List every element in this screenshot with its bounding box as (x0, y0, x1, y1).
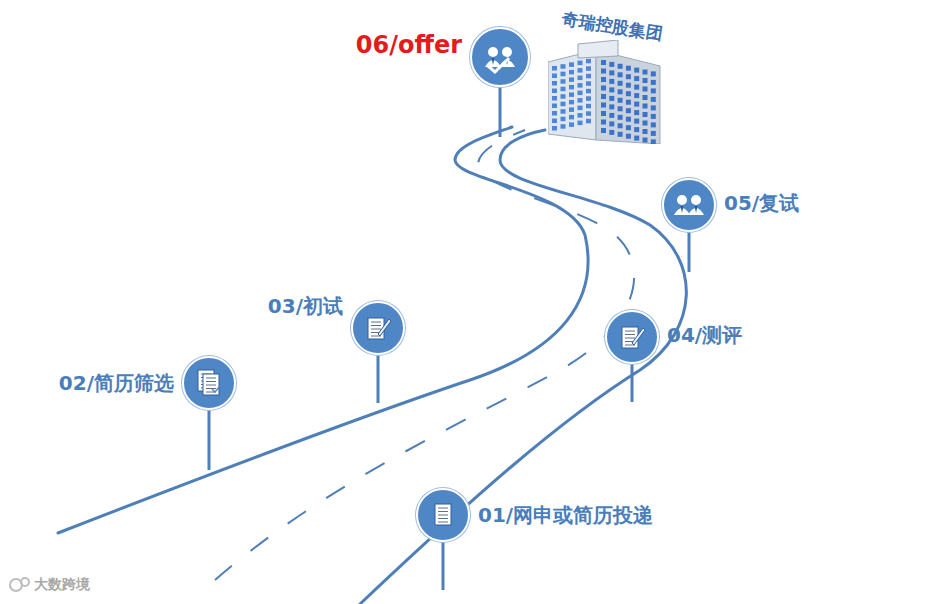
building-picture (548, 40, 666, 144)
road-edge (360, 130, 686, 604)
milestone-circle-shape (605, 310, 659, 364)
milestone-circle: 05/复试 (662, 178, 716, 232)
milestone-circle: 04/测评 (605, 310, 659, 364)
step-label: 03/初试 (268, 294, 343, 318)
step-label: 01/网申或简历投递 (478, 503, 653, 527)
step-icon (418, 490, 468, 540)
milestone-circle-shape (416, 488, 470, 542)
step-icon (184, 358, 234, 408)
step-label: 05/复试 (724, 191, 799, 215)
step-label: 04/测评 (667, 323, 742, 347)
milestone-circle-shape (182, 356, 236, 410)
milestone-circle-shape (351, 301, 405, 355)
milestone-circle: 06/offer (470, 27, 530, 87)
step-icon (353, 303, 403, 353)
company-name: 奇瑞控股集团 (560, 8, 664, 44)
step-icon (607, 312, 657, 362)
step-icon (664, 180, 714, 230)
milestone-circle: 02/简历筛选 (182, 356, 236, 410)
milestone-circle-shape (470, 27, 530, 87)
step-label: 06/offer (356, 31, 462, 60)
watermark: 大数跨境 (34, 576, 90, 594)
pole (499, 82, 502, 137)
step-label: 02/简历筛选 (59, 371, 174, 395)
milestone-circle: 03/初试 (351, 301, 405, 355)
company-building: 奇瑞控股集团 (548, 40, 666, 144)
step-icon (472, 29, 528, 85)
pole (377, 353, 380, 403)
milestone-circle: 01/网申或简历投递 (416, 488, 470, 542)
milestone-circle-shape (662, 178, 716, 232)
pole (208, 408, 211, 470)
pole (442, 540, 445, 590)
watermark-logo (10, 578, 29, 591)
pole (631, 362, 634, 402)
pole (688, 230, 691, 272)
